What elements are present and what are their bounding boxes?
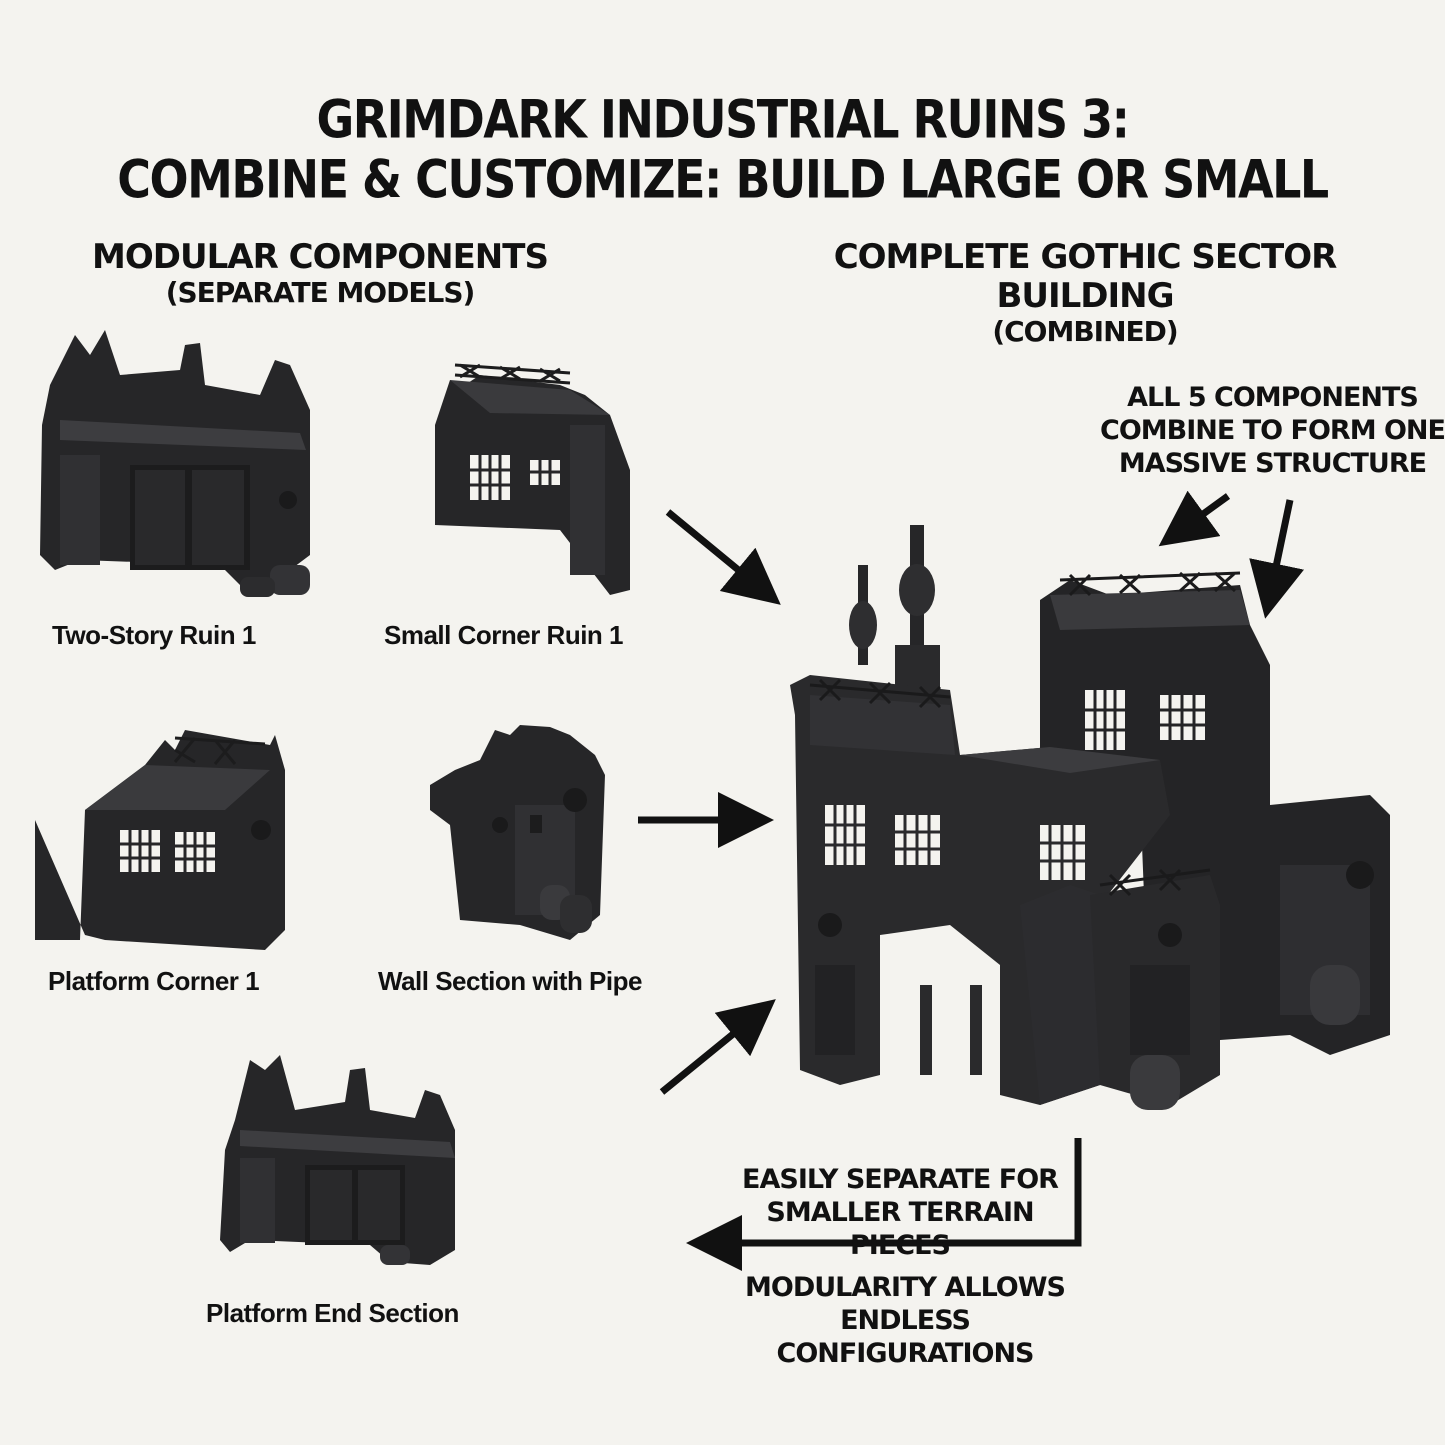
left-section-heading-text: MODULAR COMPONENTS [92, 237, 549, 277]
arrow-callout-right [1249, 499, 1305, 619]
callout-separate: EASILY SEPARATE FOR SMALLER TERRAIN PIEC… [735, 1164, 1065, 1263]
platform-end-section-model [220, 1055, 455, 1265]
callout-separate-line-1: EASILY SEPARATE FOR [742, 1164, 1059, 1195]
arrow-callout-left [1158, 490, 1231, 547]
callout-combine-line-1: ALL 5 COMPONENTS [1127, 382, 1419, 413]
component-label-small-corner-ruin: Small Corner Ruin 1 [384, 620, 624, 650]
left-section-heading: MODULAR COMPONENTS (SEPARATE MODELS) [60, 237, 580, 310]
component-label-wall-section-with-pipe: Wall Section with Pipe [378, 966, 642, 996]
small-corner-ruin-model [435, 363, 630, 595]
callout-combine-line-3: MASSIVE STRUCTURE [1118, 447, 1427, 479]
left-section-subheading: (SEPARATE MODELS) [165, 276, 476, 310]
wall-section-with-pipe-model [430, 725, 605, 940]
callout-modularity-line-1: MODULARITY ALLOWS ENDLESS [745, 1272, 1066, 1336]
callout-separate-line-2: SMALLER TERRAIN PIECES [766, 1196, 1034, 1261]
component-label-two-story-ruin: Two-Story Ruin 1 [52, 620, 256, 650]
page-title-line-1: GRIMDARK INDUSTRIAL RUINS 3: [316, 87, 1131, 151]
platform-corner-model [35, 730, 285, 950]
right-section-heading-text: COMPLETE GOTHIC SECTOR BUILDING [833, 237, 1338, 317]
callout-combine: ALL 5 COMPONENTS COMBINE TO FORM ONE MAS… [1100, 382, 1445, 481]
right-section-heading: COMPLETE GOTHIC SECTOR BUILDING (COMBINE… [740, 237, 1430, 349]
callout-combine-line-2: COMBINE TO FORM ONE [1100, 414, 1445, 446]
component-label-platform-end-section: Platform End Section [206, 1298, 459, 1328]
arrow-top-to-building [665, 509, 781, 605]
two-story-ruin-model [40, 330, 310, 597]
callout-modularity: MODULARITY ALLOWS ENDLESS CONFIGURATIONS [705, 1272, 1105, 1371]
combined-gothic-building-model [790, 525, 1390, 1110]
right-section-subheading: (COMBINED) [992, 315, 1178, 349]
arrow-separate-return [686, 1138, 1082, 1271]
callout-modularity-line-2: CONFIGURATIONS [776, 1337, 1035, 1369]
component-label-platform-corner: Platform Corner 1 [48, 966, 260, 996]
page-title-line-2: COMBINE & CUSTOMIZE: BUILD LARGE OR SMAL… [117, 147, 1329, 211]
arrow-bottom-to-building [659, 999, 776, 1095]
